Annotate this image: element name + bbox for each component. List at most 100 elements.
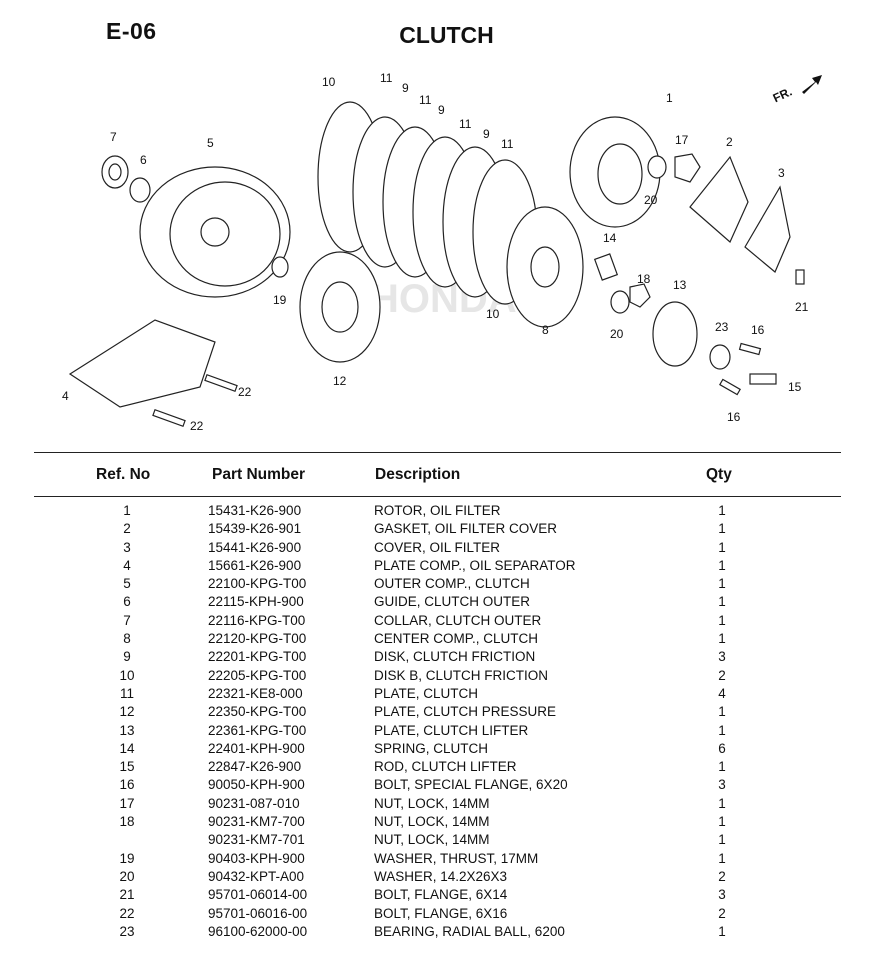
cell-ref-no: 1 — [123, 503, 131, 518]
cell-part-number: 90231-KM7-701 — [208, 832, 305, 848]
callout: 10 — [486, 307, 500, 321]
table-row: 2 15439-K26-901 GASKET, OIL FILTER COVER 1 — [0, 521, 887, 539]
cell-qty: 4 — [718, 685, 726, 701]
table-row: 4 15661-K26-900 PLATE COMP., OIL SEPARATOR… — [0, 558, 887, 576]
cell-qty: 1 — [718, 722, 726, 738]
callout: 20 — [644, 193, 658, 207]
cell-qty: 6 — [718, 740, 726, 756]
cell-part-number: 22100-KPG-T00 — [208, 576, 307, 592]
cell-ref-no: 13 — [119, 722, 135, 738]
cell-part-number: 15661-K26-900 — [208, 557, 302, 573]
cell-qty: 3 — [718, 777, 726, 793]
callout: 9 — [438, 103, 445, 117]
callout: 17 — [675, 133, 689, 147]
callout: 1 — [666, 91, 673, 105]
part-washer-20b — [610, 290, 630, 314]
table-header: Ref. No Part Number Description Qty — [0, 466, 887, 486]
callout: 10 — [322, 75, 336, 89]
callout: 5 — [207, 136, 214, 150]
cell-part-number: 15439-K26-901 — [208, 521, 302, 537]
table-top-rule — [34, 452, 841, 453]
callout: 14 — [603, 231, 617, 245]
callout: 16 — [751, 323, 765, 337]
callout: 4 — [62, 389, 69, 403]
callout: 9 — [402, 81, 409, 95]
cell-description: PLATE COMP., OIL SEPARATOR — [374, 557, 576, 573]
part-gasket — [689, 155, 749, 243]
header-part-number: Part Number — [212, 466, 306, 483]
cell-description: NUT, LOCK, 14MM — [374, 795, 490, 811]
cell-description: ROD, CLUTCH LIFTER — [374, 759, 517, 775]
cell-part-number: 90231-KM7-700 — [208, 814, 305, 830]
cell-description: NUT, LOCK, 14MM — [374, 814, 490, 830]
callout: 20 — [610, 327, 624, 341]
table-row: 13 22361-KPG-T00 PLATE, CLUTCH LIFTER 1 — [0, 723, 887, 741]
callout: 7 — [110, 130, 117, 144]
part-clutch-spring — [593, 253, 619, 281]
callout: 11 — [459, 117, 472, 131]
cell-qty: 1 — [718, 631, 726, 647]
header-qty: Qty — [706, 466, 732, 483]
callout: 11 — [380, 71, 393, 85]
cell-ref-no: 4 — [123, 557, 131, 573]
cell-part-number: 96100-62000-00 — [208, 923, 308, 939]
callout: 22 — [238, 385, 252, 399]
cell-part-number: 22116-KPG-T00 — [208, 612, 306, 628]
cell-description: DISK, CLUTCH FRICTION — [374, 649, 536, 665]
cell-ref-no: 23 — [119, 923, 135, 939]
cell-description: PLATE, CLUTCH LIFTER — [374, 722, 529, 738]
callout: 13 — [673, 278, 687, 292]
part-washer-19 — [271, 256, 289, 278]
cell-ref-no: 10 — [119, 667, 135, 683]
cell-description: COVER, OIL FILTER — [374, 539, 501, 555]
cell-qty: 3 — [718, 649, 726, 665]
cell-description: BEARING, RADIAL BALL, 6200 — [374, 923, 565, 939]
cell-qty: 1 — [718, 594, 726, 610]
cell-qty: 1 — [718, 539, 726, 555]
cell-part-number: 90050-KPH-900 — [208, 777, 305, 793]
cell-qty: 1 — [718, 704, 726, 720]
cell-ref-no: 5 — [123, 576, 131, 592]
cell-part-number: 95701-06016-00 — [208, 905, 308, 921]
cell-part-number: 90432-KPT-A00 — [208, 868, 305, 884]
part-bolt-21 — [795, 269, 805, 285]
cell-part-number: 22201-KPG-T00 — [208, 649, 307, 665]
cell-ref-no: 20 — [119, 868, 135, 884]
cell-ref-no: 9 — [123, 649, 131, 665]
cell-description: GASKET, OIL FILTER COVER — [374, 521, 558, 537]
cell-qty: 1 — [718, 521, 726, 537]
cell-description: WASHER, THRUST, 17MM — [374, 850, 539, 866]
cell-qty: 1 — [718, 557, 726, 573]
part-guide — [129, 177, 151, 203]
cell-description: WASHER, 14.2X26X3 — [374, 868, 508, 884]
table-header-rule — [34, 496, 841, 497]
part-bolt-16b — [719, 378, 741, 396]
cell-part-number: 90231-087-010 — [208, 795, 300, 811]
cell-ref-no: 14 — [119, 740, 135, 756]
cell-description: CENTER COMP., CLUTCH — [374, 631, 539, 647]
cell-ref-no: 2 — [123, 521, 131, 537]
part-bearing — [709, 344, 731, 370]
callout: 11 — [419, 93, 432, 107]
callout-labels: 1 2 3 4 5 6 7 8 9 9 9 10 10 11 11 11 11 … — [62, 71, 809, 433]
cell-part-number: 22205-KPG-T00 — [208, 667, 307, 683]
cell-part-number: 22361-KPG-T00 — [208, 722, 307, 738]
cell-qty: 2 — [718, 905, 726, 921]
cell-qty: 1 — [718, 850, 726, 866]
part-lifter-plate — [652, 301, 698, 367]
cell-qty: 1 — [718, 814, 726, 830]
cell-part-number: 22115-KPH-900 — [208, 594, 304, 610]
cell-description: PLATE, CLUTCH PRESSURE — [374, 704, 557, 720]
callout: 16 — [727, 410, 741, 424]
